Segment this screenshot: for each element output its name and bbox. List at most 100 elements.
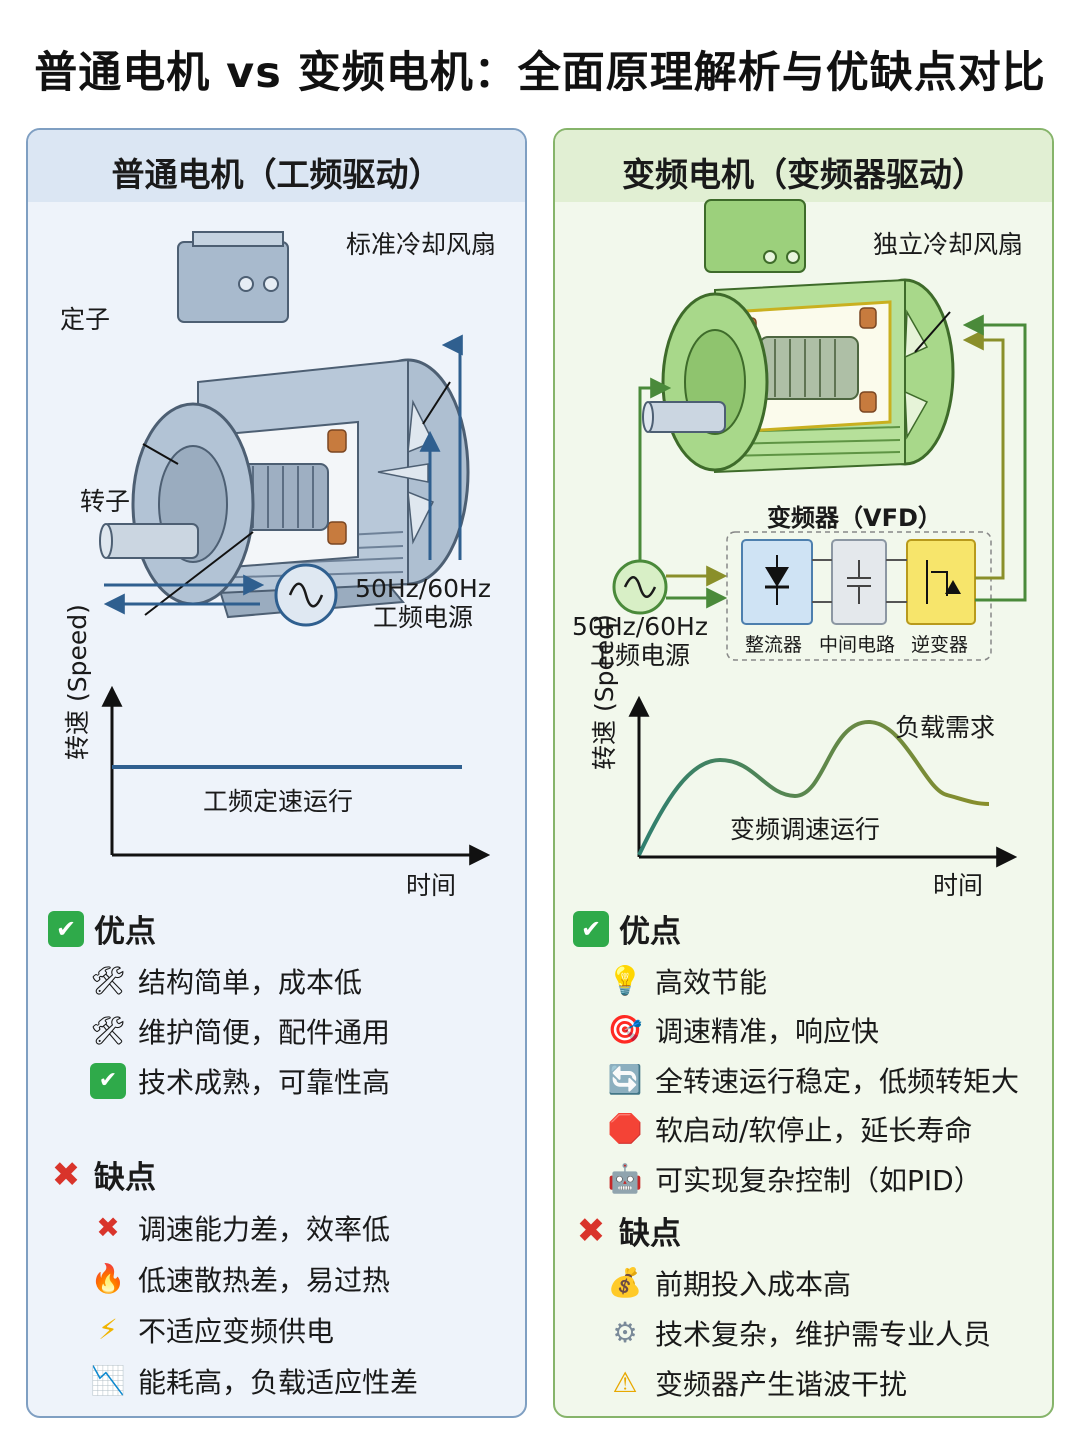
pros-heading: ✔ 优点 [573, 906, 681, 951]
x-axis-label: 时间 [406, 871, 457, 900]
check-icon: ✔ [48, 910, 84, 947]
power-type: 工频电源 [372, 603, 473, 632]
tools-icon: 🛠 [90, 1014, 126, 1047]
vfd-diagram [612, 314, 1027, 661]
y-axis-label: 转速 (Speed) [590, 614, 619, 770]
list-item: ⚙ 技术复杂，维护需专业人员 [607, 1308, 991, 1358]
warning-icon: ⚠ [612, 1366, 638, 1399]
list-item: 🤖 可实现复杂控制（如PID） [607, 1154, 1019, 1204]
standard-motor-illustration [99, 231, 470, 619]
power-flow-arrows [103, 334, 463, 627]
list-item: 💰 前期投入成本高 [607, 1258, 991, 1308]
tools-icon: 🛠 [90, 964, 126, 997]
fan-label: 独立冷却风扇 [873, 230, 1024, 259]
cons-heading: ✖ 缺点 [48, 1152, 156, 1197]
variable-speed-curve [637, 719, 990, 856]
graph-caption: 工频定速运行 [203, 787, 354, 816]
graph-caption: 变频调速运行 [730, 815, 881, 844]
money-bag-icon: 💰 [607, 1266, 643, 1299]
check-icon: ✔ [90, 1063, 126, 1099]
list-item-text: 前期投入成本高 [655, 1268, 852, 1301]
power-frequency: 50Hz/60Hz [572, 612, 708, 641]
vfd-motor-illustration [642, 199, 955, 474]
list-item: 🛠 维护简便，配件通用 [90, 1006, 390, 1056]
list-item: ✖ 调速能力差，效率低 [90, 1202, 418, 1253]
list-item: ⚡ 不适应变频供电 [90, 1304, 418, 1355]
dc-link-block [831, 539, 887, 625]
list-item: 🔥 低速散热差，易过热 [90, 1253, 418, 1304]
list-item-text: 调速能力差，效率低 [138, 1212, 391, 1246]
power-type: 工频电源 [589, 641, 690, 670]
list-item-text: 能耗高，负载适应性差 [138, 1365, 419, 1399]
list-item: ⚠ 变频器产生谐波干扰 [607, 1358, 991, 1408]
chart-down-icon: 📉 [90, 1363, 126, 1397]
panel-title: 普通电机（工频驱动） [111, 155, 442, 194]
stop-icon: 🛑 [607, 1112, 643, 1146]
rotor-label: 转子 [80, 487, 131, 516]
speed-graph [628, 695, 1018, 868]
cons-list: 💰 前期投入成本高 ⚙ 技术复杂，维护需专业人员 ⚠ 变频器产生谐波干扰 [607, 1258, 991, 1408]
list-item-text: 调速精准，响应快 [655, 1015, 880, 1049]
inverter-label: 逆变器 [911, 634, 969, 656]
target-icon: 🎯 [607, 1013, 643, 1047]
list-item-text: 全转速运行稳定，低频转矩大 [655, 1064, 1020, 1098]
standard-motor-panel: 普通电机（工频驱动） [26, 128, 527, 1418]
inverter-block [906, 539, 976, 625]
list-item: ✔ 技术成熟，可靠性高 [90, 1056, 390, 1106]
list-item-text: 变频器产生谐波干扰 [655, 1368, 908, 1401]
lightning-icon: ⚡ [98, 1312, 118, 1346]
list-item-text: 不适应变频供电 [138, 1314, 335, 1348]
refresh-icon: 🔄 [607, 1062, 643, 1096]
page-title: 普通电机 vs 变频电机：全面原理解析与优缺点对比 [34, 48, 1046, 98]
curve-label: 负载需求 [895, 713, 996, 742]
pros-heading: ✔ 优点 [48, 906, 156, 951]
list-item-text: 技术复杂，维护需专业人员 [655, 1318, 992, 1351]
stator-label: 定子 [60, 305, 111, 334]
list-item: 🎯 调速精准，响应快 [607, 1006, 1019, 1056]
lightbulb-icon: 💡 [607, 963, 643, 997]
list-item-text: 低速散热差，易过热 [138, 1263, 391, 1297]
pros-title: 优点 [94, 914, 156, 950]
panel-header: 变频电机（变频器驱动） [555, 130, 1052, 202]
cons-title: 缺点 [619, 1216, 681, 1252]
list-item-text: 可实现复杂控制（如PID） [655, 1163, 982, 1197]
cons-heading: ✖ 缺点 [573, 1208, 681, 1253]
fan-label: 标准冷却风扇 [346, 230, 497, 259]
list-item: 📉 能耗高，负载适应性差 [90, 1355, 418, 1406]
vfd-motor-panel: 变频电机（变频器驱动） 独立冷却风扇 变频器（VFD） [553, 128, 1054, 1418]
pros-list: 🛠 结构简单，成本低 🛠 维护简便，配件通用 ✔ 技术成熟，可靠性高 [90, 956, 390, 1106]
gear-icon: ⚙ [612, 1316, 638, 1349]
list-item-text: 高效节能 [655, 965, 768, 999]
list-item: 💡 高效节能 [607, 956, 1019, 1006]
power-source-label: 50Hz/60Hz 工频电源 [565, 612, 715, 670]
y-axis-label: 转速 (Speed) [63, 604, 92, 760]
vfd-enclosure [726, 531, 992, 661]
panel-header: 普通电机（工频驱动） [28, 130, 525, 202]
x-axis-label: 时间 [933, 871, 984, 900]
list-item-text: 维护简便，配件通用 [138, 1016, 391, 1049]
fan-leader-line [914, 311, 951, 353]
power-frequency: 50Hz/60Hz [355, 574, 491, 603]
pros-title: 优点 [619, 914, 681, 950]
list-item: 🛠 结构简单，成本低 [90, 956, 390, 1006]
cons-list: ✖ 调速能力差，效率低 🔥 低速散热差，易过热 ⚡ 不适应变频供电 📉 能耗高，负载适应性差 [90, 1202, 418, 1406]
cross-icon: ✖ [96, 1210, 120, 1244]
rotor-leader-line [144, 531, 254, 616]
cross-icon: ✖ [576, 1210, 606, 1251]
vfd-title: 变频器（VFD） [767, 504, 942, 532]
speed-graph [101, 685, 491, 866]
power-source-label: 50Hz/60Hz 工频电源 [348, 574, 498, 632]
stator-leader-line [142, 443, 179, 465]
list-item: 🛑 软启动/软停止，延长寿命 [607, 1105, 1019, 1155]
rectifier-label: 整流器 [745, 634, 803, 656]
list-item-text: 软启动/软停止，延长寿命 [655, 1114, 973, 1148]
robot-icon: 🤖 [607, 1161, 643, 1195]
cross-icon: ✖ [51, 1154, 81, 1195]
fire-icon: 🔥 [90, 1261, 126, 1295]
list-item-text: 技术成熟，可靠性高 [138, 1066, 391, 1099]
list-item-text: 结构简单，成本低 [138, 966, 363, 999]
check-icon: ✔ [573, 910, 609, 947]
cons-title: 缺点 [94, 1160, 156, 1196]
dc-link-label: 中间电路 [819, 634, 896, 656]
pros-list: 💡 高效节能 🎯 调速精准，响应快 🔄 全转速运行稳定，低频转矩大 🛑 软启动/软停止，延长寿… [607, 956, 1019, 1204]
